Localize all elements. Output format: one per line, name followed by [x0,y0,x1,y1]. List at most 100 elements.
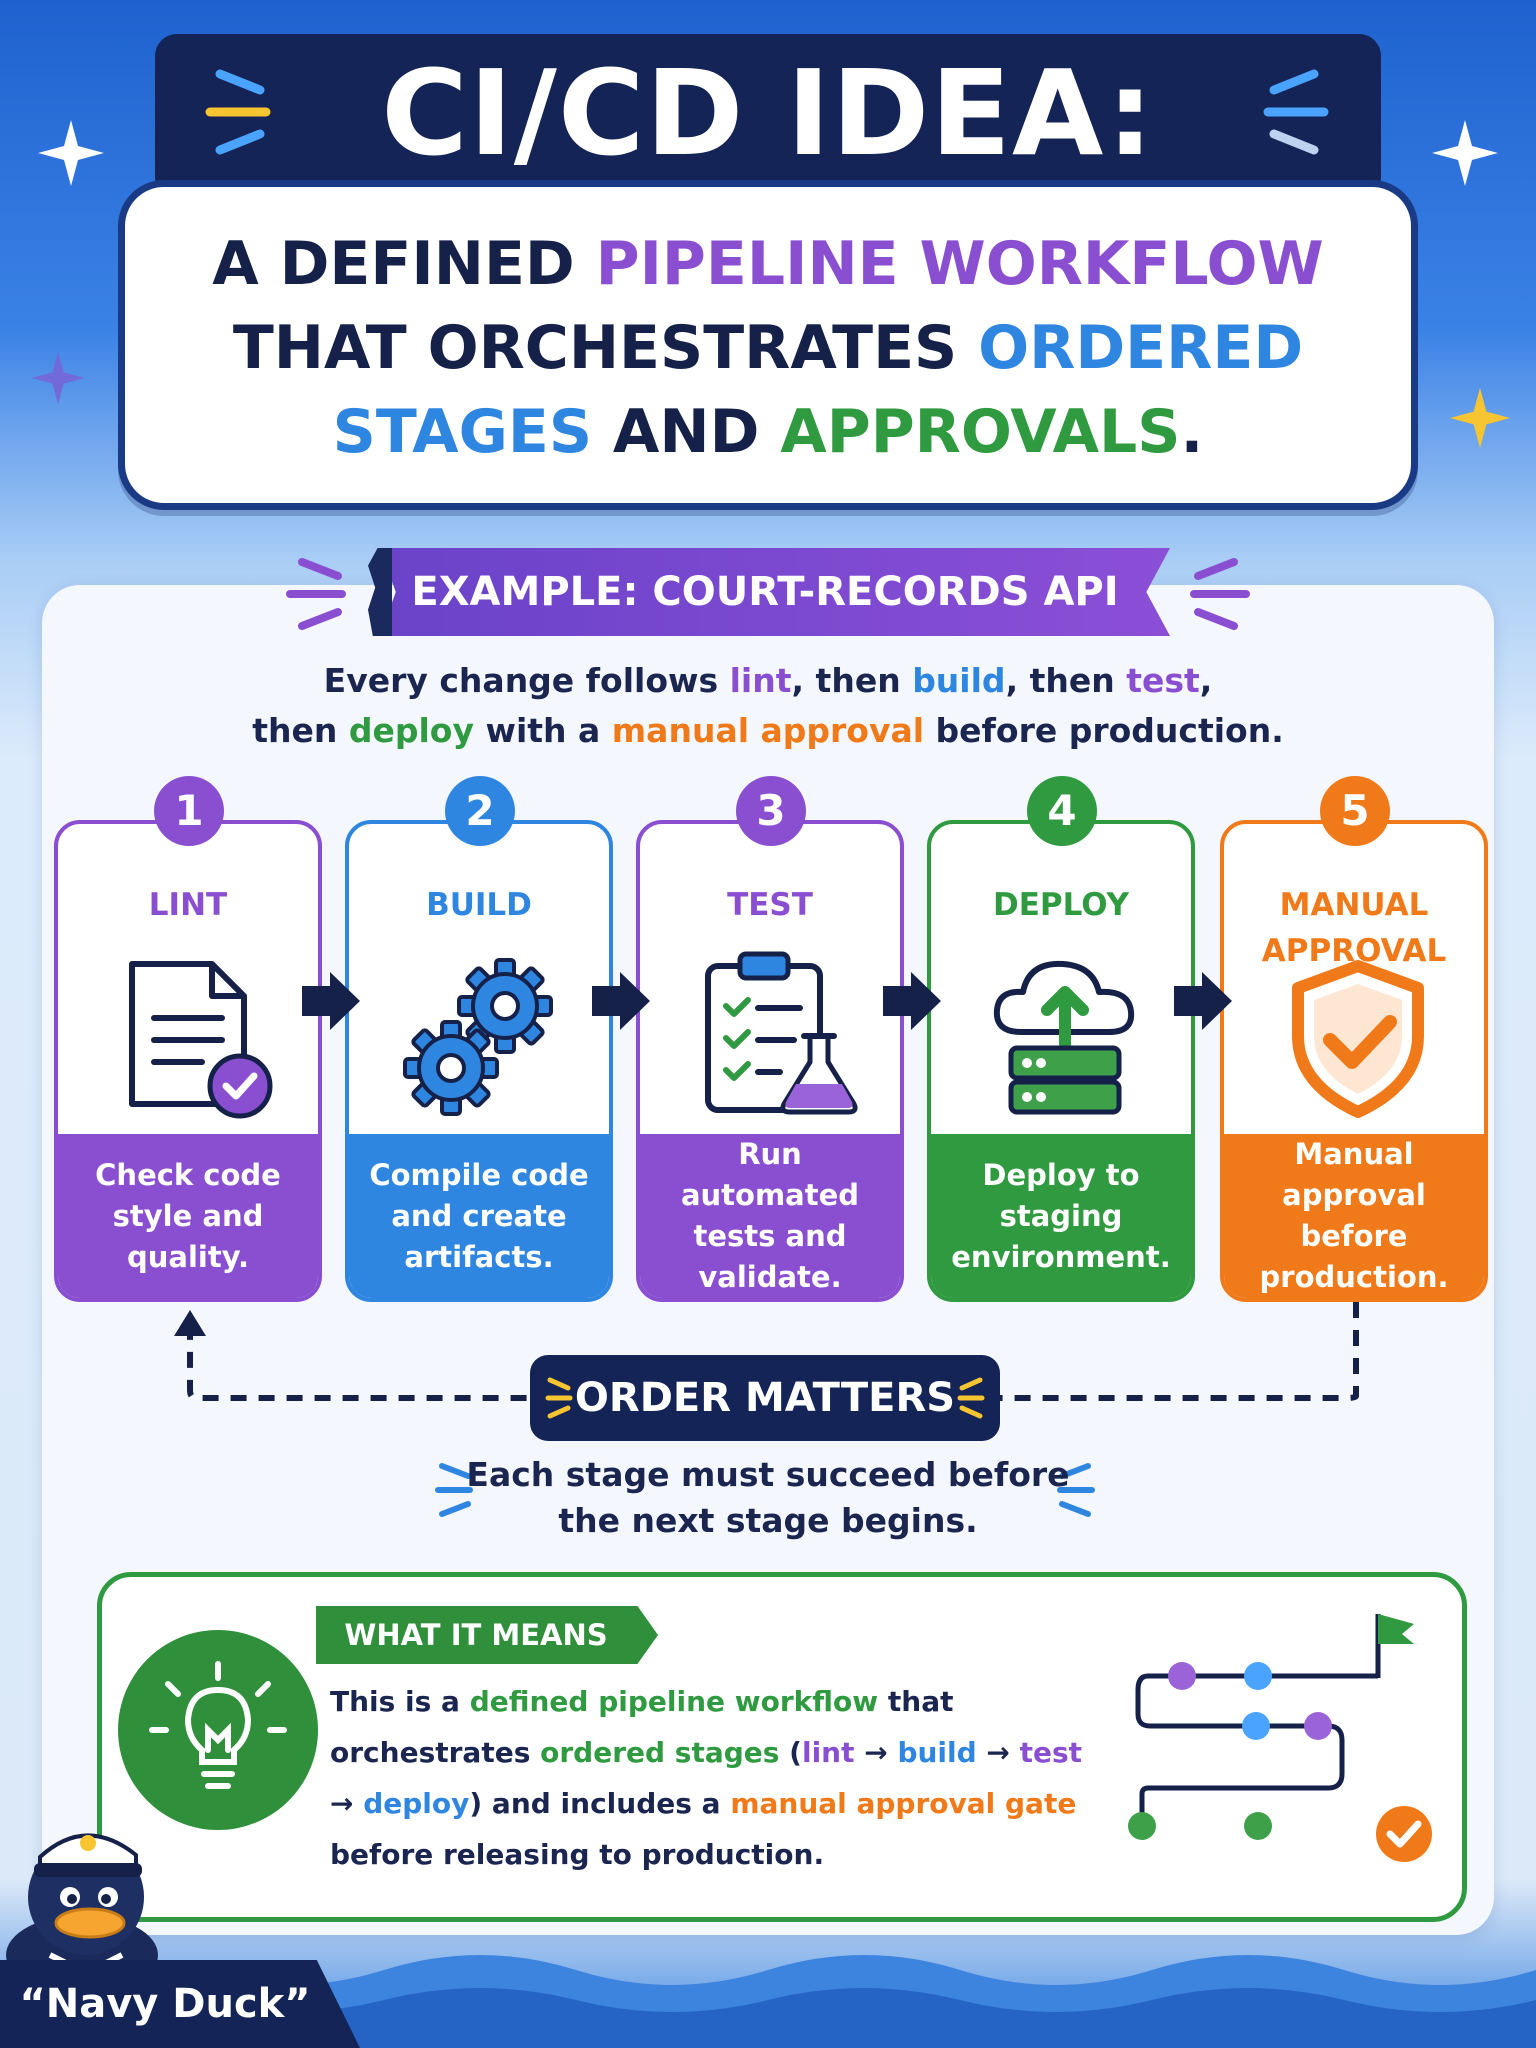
headline-card [118,180,1418,510]
intro-deploy: deploy [348,711,474,750]
intro-text: , then [1005,661,1127,700]
example-banner-label: EXAMPLE: COURT-RECORDS API [411,569,1119,615]
headline-text: AND [592,397,781,467]
shield-check-icon [1292,960,1424,1118]
mascot-name: “Navy Duck” [19,1981,311,2027]
arrow-right-icon [592,972,650,1030]
stage-card: LINT Check code style and quality. [54,820,322,1302]
what-it-means-tag [316,1606,658,1664]
stage-build: BUILD [345,776,613,1302]
lightbulb-icon [149,1661,287,1789]
example-intro: Every change follows lint, then build, t… [120,656,1416,756]
sparkle-icon [31,351,85,405]
sparkle-icon [1432,120,1498,186]
headline: A DEFINED PIPELINE WORKFLOW THAT ORCHEST… [150,222,1386,474]
burst-lines-right-icon [1057,1463,1095,1517]
stage-number: 2 [445,776,515,846]
intro-build: build [912,661,1006,700]
burst-lines-right-icon [1263,69,1329,155]
burst-lines-left-icon [435,1463,473,1517]
headline-highlight-approvals: APPROVALS [780,397,1181,467]
burst-lines-left-icon [205,69,271,155]
stage-description: Manual approval before production. [1224,1134,1484,1298]
burst-lines-left-icon [286,558,346,630]
mascot-name-plate [0,1960,360,2048]
stage-label: BUILD [426,887,532,923]
document-check-icon [129,961,273,1119]
means-arrow: → [854,1736,898,1769]
ocean-waves [0,1955,1536,2048]
burst-lines-right-icon [1190,558,1250,630]
headline-highlight-stages: ORDERED STAGES [332,313,1304,467]
burst-lines-right-icon [957,1377,985,1419]
stage-number: 3 [736,776,806,846]
intro-test: test [1126,661,1200,700]
title-banner [155,34,1381,199]
means-highlight-approval: manual approval gate [730,1787,1077,1820]
stage-test: TEST Run automated tests and validate. 3 [636,776,904,1302]
cloud-server-icon [993,960,1135,1115]
burst-lines-left-icon [545,1377,573,1419]
means-text: This is a [330,1685,470,1718]
stage-lint: LINT Check code style and quality. 1 [54,776,322,1302]
means-text: ( [779,1736,802,1769]
stage-number: 1 [154,776,224,846]
stage-label: DEPLOY [993,887,1129,923]
page-title: CI/CD IDEA: [381,44,1155,182]
means-text: ) [469,1787,483,1820]
means-deploy: deploy [363,1787,470,1820]
navy-duck-mascot [6,1833,158,1980]
intro-lint: lint [729,661,792,700]
intro-text: Every change follows [323,661,730,700]
sparkle-icon [38,120,104,186]
means-highlight-stages: ordered stages [540,1736,780,1769]
intro-text: , [1199,661,1213,700]
stage-label: TEST [727,887,813,923]
stage-card: MANUAL APPROVAL Manual approval before p… [1220,820,1488,1302]
means-test: test [1019,1736,1083,1769]
means-lint: lint [801,1736,855,1769]
order-matters-badge [530,1355,1000,1441]
what-it-means-body: This is a defined pipeline workflow that… [330,1676,1110,1880]
means-text: before releasing to production. [330,1838,825,1871]
order-matters-note: Each stage must succeed before the next … [466,1455,1070,1540]
stage-description: Check code style and quality. [58,1134,318,1298]
gears-icon [403,958,553,1116]
means-text: that orchestrates [330,1685,954,1769]
intro-text: then [252,711,349,750]
stage-card: DEPLOY Deploy to staging environment. [927,820,1195,1302]
means-arrow: → [976,1736,1020,1769]
order-matters-label: ORDER MATTERS [574,1375,956,1421]
stage-description: Compile code and create artifacts. [349,1134,609,1298]
stage-label: LINT [148,887,228,923]
means-highlight-workflow: defined pipeline workflow [469,1685,879,1718]
intro-text: before production. [924,711,1284,750]
headline-highlight-workflow: PIPELINE WORKFLOW [595,229,1324,299]
clipboard-flask-icon [705,951,858,1115]
roadmap-illustration [1128,1614,1432,1862]
intro-text: with a [473,711,612,750]
means-build: build [897,1736,977,1769]
stage-manual-approval: MANUAL APPROVAL Manual approval before p… [1220,776,1488,1302]
intro-text: , then [791,661,913,700]
stage-number: 4 [1027,776,1097,846]
arrow-right-icon [883,972,941,1030]
stage-card: TEST Run automated tests and validate. [636,820,904,1302]
intro-approval: manual approval [611,711,925,750]
what-it-means-label: WHAT IT MEANS [344,1618,608,1652]
stage-deploy: DEPLOY Deploy to staging environment. 4 [927,776,1195,1302]
sparkle-icon [1449,387,1511,449]
arrow-right-icon [1174,972,1232,1030]
headline-text: THAT ORCHESTRATES [232,313,979,383]
stage-label: MANUAL APPROVAL [1261,887,1447,969]
headline-text: A DEFINED [212,229,596,299]
example-banner [380,548,1170,636]
headline-text: . [1180,397,1204,467]
stage-description: Deploy to staging environment. [931,1134,1191,1298]
arrow-right-icon [302,972,360,1030]
means-arrow: → [330,1787,364,1820]
means-text: and includes a [482,1787,731,1820]
stage-description: Run automated tests and validate. [640,1134,900,1298]
stage-number: 5 [1320,776,1390,846]
stage-card: BUILD [345,820,613,1302]
